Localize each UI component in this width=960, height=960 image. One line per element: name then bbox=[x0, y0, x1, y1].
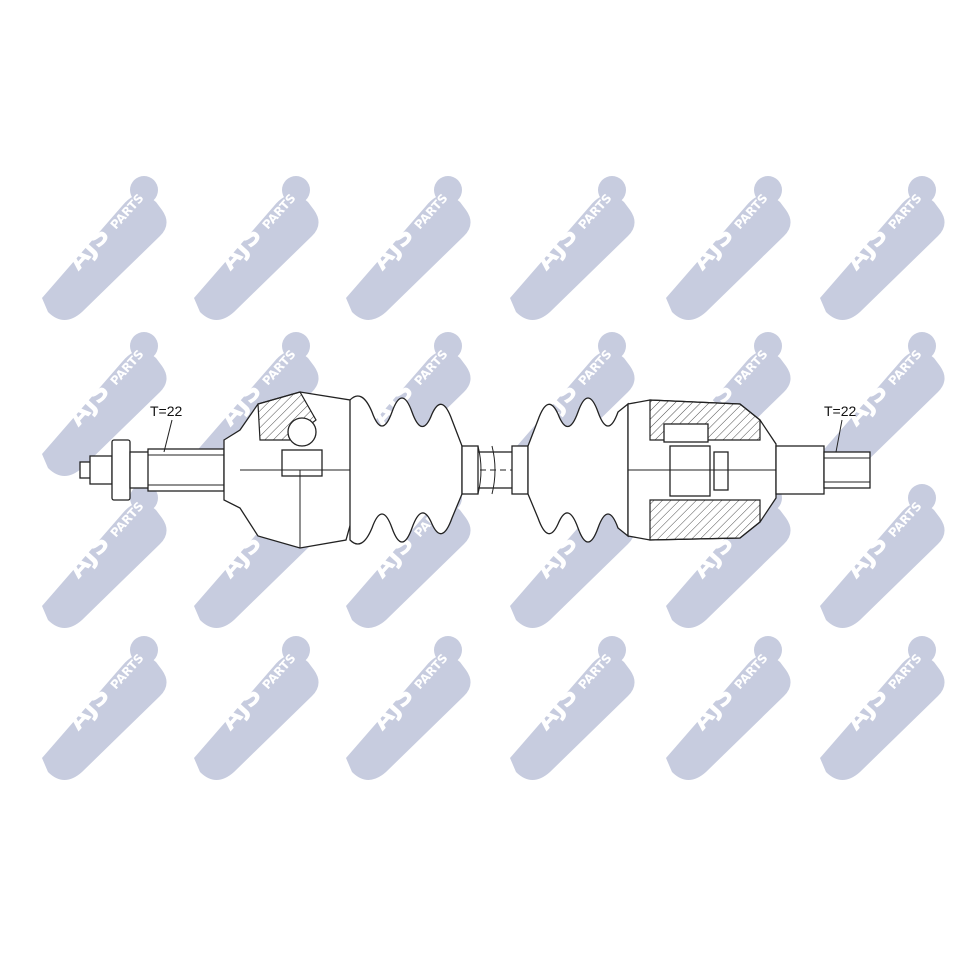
inner-cv-joint bbox=[627, 399, 777, 541]
outer-cv-joint bbox=[223, 391, 361, 549]
right-spline-stub bbox=[775, 419, 871, 495]
inner-boot bbox=[511, 397, 629, 543]
outer-boot bbox=[349, 395, 479, 545]
right-spline-label: T=22 bbox=[824, 403, 857, 419]
left-spline-label: T=22 bbox=[150, 403, 183, 419]
drive-shaft: T=22 T=22 bbox=[79, 391, 871, 549]
left-spline-stub bbox=[79, 419, 225, 501]
